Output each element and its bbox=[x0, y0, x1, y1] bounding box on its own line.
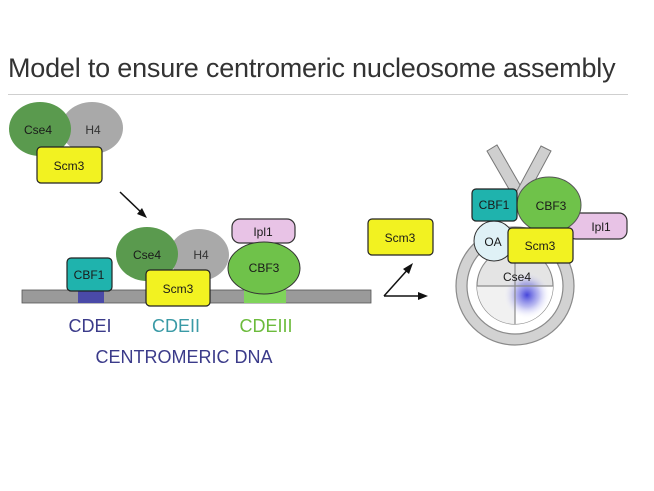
cdei-label: CDEI bbox=[68, 316, 111, 336]
cbf3-protein bbox=[227, 241, 301, 295]
title-divider bbox=[8, 94, 628, 95]
assembled-nucleosome: Cse4 OA Ipl1 CBF3 CBF1 Scm3 bbox=[455, 144, 628, 346]
cbf1-nucleosome-label: CBF1 bbox=[479, 198, 510, 212]
scm3-box bbox=[36, 146, 103, 184]
cbf1-label: CBF1 bbox=[74, 268, 105, 282]
h4-bound-label: H4 bbox=[193, 248, 209, 262]
cse4-label: Cse4 bbox=[24, 123, 52, 137]
free-complex: Cse4 H4 Scm3 bbox=[9, 102, 123, 184]
release-arrow bbox=[383, 263, 428, 300]
arrow-down-right bbox=[119, 191, 147, 218]
centromeric-dna-label: CENTROMERIC DNA bbox=[95, 347, 272, 367]
scm3-bound-box bbox=[145, 269, 211, 307]
cdeii-label: CDEII bbox=[152, 316, 200, 336]
scm3-nucleosome-box bbox=[507, 227, 574, 264]
cbf1-box bbox=[66, 257, 113, 292]
scm3-nucleosome-label: Scm3 bbox=[525, 239, 556, 253]
scm3-label: Scm3 bbox=[54, 159, 85, 173]
cdei-segment bbox=[78, 290, 104, 303]
cse4-protein-bound bbox=[116, 227, 178, 281]
cse4-nucleosome-label: Cse4 bbox=[503, 270, 531, 284]
cbf3-nucleosome-label: CBF3 bbox=[536, 199, 567, 213]
cse4-bound-label: Cse4 bbox=[133, 248, 161, 262]
h4-protein bbox=[61, 102, 123, 154]
scm3-released-box bbox=[367, 218, 434, 256]
h4-label: H4 bbox=[85, 123, 101, 137]
ipl1-nucleosome-label: Ipl1 bbox=[591, 220, 611, 234]
ipl1-label: Ipl1 bbox=[253, 225, 273, 239]
cbf1-nucleosome-box bbox=[471, 188, 518, 222]
h4-protein-bound bbox=[169, 229, 229, 281]
cse4-protein bbox=[9, 102, 71, 156]
cdeiii-label: CDEIII bbox=[239, 316, 292, 336]
scm3-bound-label: Scm3 bbox=[163, 282, 194, 296]
diagram-title: Model to ensure centromeric nucleosome a… bbox=[8, 53, 616, 83]
oa-label: OA bbox=[484, 235, 501, 249]
scm3-released-label: Scm3 bbox=[385, 231, 416, 245]
cbf3-label: CBF3 bbox=[249, 261, 280, 275]
